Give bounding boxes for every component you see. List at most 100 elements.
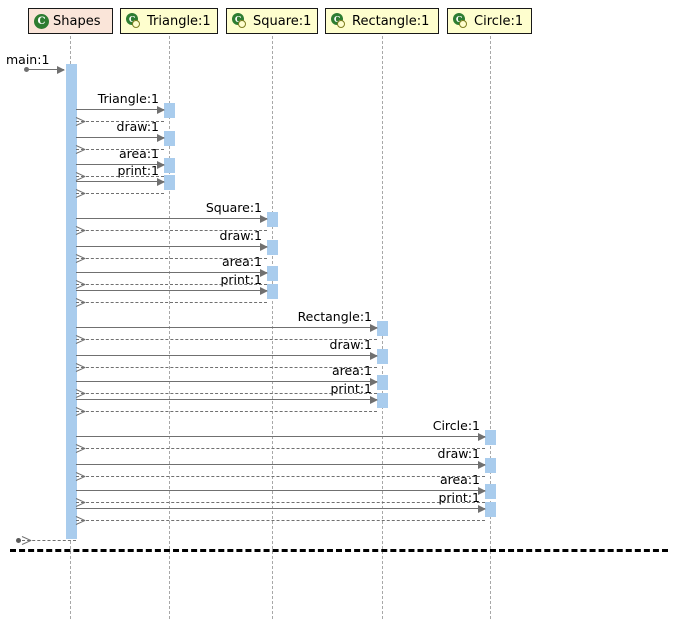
- activation-bar-rectangle-2: [377, 375, 388, 390]
- end-arrowhead-icon: [22, 536, 32, 545]
- message-label-rectangle-0: Rectangle:1: [297, 309, 372, 324]
- call-arrowhead-icon-rectangle-1: [370, 352, 378, 360]
- start-message-line: [28, 69, 64, 70]
- message-label-rectangle-2: area:1: [331, 363, 372, 378]
- start-dot: [24, 67, 29, 72]
- call-line-triangle-2: [76, 164, 164, 165]
- activation-bar-circle-1: [485, 458, 496, 473]
- icon-letter: C: [234, 14, 242, 24]
- call-arrowhead-icon-circle-0: [478, 433, 486, 441]
- call-arrowhead-icon-circle-3: [478, 505, 486, 513]
- call-arrowhead-icon-rectangle-0: [370, 324, 378, 332]
- participant-label: Circle:1: [474, 13, 524, 29]
- message-label-triangle-0: Triangle:1: [97, 91, 159, 106]
- return-line-circle-2: [76, 502, 485, 503]
- return-line-rectangle-0: [76, 339, 377, 340]
- activation-bar-rectangle-1: [377, 349, 388, 364]
- return-line-triangle-0: [76, 121, 164, 122]
- participant-label: Triangle:1: [147, 13, 211, 29]
- object-icon: C: [232, 13, 249, 29]
- return-line-rectangle-2: [76, 393, 377, 394]
- return-arrowhead-icon-rectangle-3: [76, 407, 86, 416]
- call-line-square-1: [76, 246, 267, 247]
- end-return-line: [22, 540, 76, 541]
- activation-bar-triangle-1: [164, 131, 175, 146]
- participant-label: Shapes: [53, 13, 101, 29]
- activation-bar-triangle-0: [164, 103, 175, 118]
- call-arrowhead-icon-square-0: [260, 215, 268, 223]
- call-line-rectangle-3: [76, 399, 377, 400]
- participant-square[interactable]: C Square:1: [226, 8, 318, 34]
- icon-letter: C: [333, 14, 341, 24]
- call-line-circle-2: [76, 490, 485, 491]
- return-line-rectangle-1: [76, 367, 377, 368]
- message-label-square-3: print:1: [220, 272, 262, 287]
- icon-instance-ring: [459, 20, 467, 28]
- participant-label: Rectangle:1: [352, 13, 430, 29]
- start-arrowhead-icon: [57, 66, 65, 74]
- activation-bar-square-0: [267, 212, 278, 227]
- return-line-square-1: [76, 258, 267, 259]
- call-line-square-3: [76, 290, 267, 291]
- return-line-triangle-2: [76, 176, 164, 177]
- icon-instance-ring: [337, 20, 345, 28]
- return-arrowhead-icon-square-3: [76, 298, 86, 307]
- call-arrowhead-icon-square-2: [260, 269, 268, 277]
- participant-shapes[interactable]: C Shapes: [28, 8, 113, 34]
- lifeline-circle: [490, 36, 491, 619]
- activation-bar-triangle-3: [164, 175, 175, 190]
- object-icon: C: [126, 13, 143, 29]
- call-line-circle-1: [76, 464, 485, 465]
- activation-bar-rectangle-0: [377, 321, 388, 336]
- end-dot: [16, 538, 21, 543]
- return-arrowhead-icon-triangle-3: [76, 189, 86, 198]
- call-line-triangle-0: [76, 109, 164, 110]
- call-arrowhead-icon-triangle-2: [157, 161, 165, 169]
- call-arrowhead-icon-triangle-1: [157, 134, 165, 142]
- call-line-circle-3: [76, 508, 485, 509]
- icon-instance-ring: [132, 20, 140, 28]
- call-line-rectangle-2: [76, 381, 377, 382]
- message-label-square-0: Square:1: [205, 200, 262, 215]
- return-line-circle-1: [76, 476, 485, 477]
- participant-rectangle[interactable]: C Rectangle:1: [325, 8, 439, 34]
- start-label: main:1: [6, 52, 50, 67]
- activation-bar-triangle-2: [164, 158, 175, 173]
- activation-bar-circle-3: [485, 502, 496, 517]
- call-arrowhead-icon-rectangle-3: [370, 396, 378, 404]
- activation-bar-circle-0: [485, 430, 496, 445]
- participant-label: Square:1: [253, 13, 312, 29]
- message-label-triangle-1: draw:1: [116, 119, 159, 134]
- call-line-rectangle-0: [76, 327, 377, 328]
- activation-bar-rectangle-3: [377, 393, 388, 408]
- message-label-triangle-3: print:1: [117, 163, 159, 178]
- message-label-circle-0: Circle:1: [432, 418, 480, 433]
- call-line-rectangle-1: [76, 355, 377, 356]
- icon-letter: C: [37, 15, 46, 27]
- call-line-triangle-1: [76, 137, 164, 138]
- return-line-circle-0: [76, 448, 485, 449]
- call-arrowhead-icon-triangle-3: [157, 178, 165, 186]
- message-label-circle-2: area:1: [439, 472, 480, 487]
- return-line-square-2: [76, 284, 267, 285]
- activation-bar-square-1: [267, 240, 278, 255]
- call-line-square-2: [76, 272, 267, 273]
- icon-instance-ring: [238, 20, 246, 28]
- call-arrowhead-icon-rectangle-2: [370, 378, 378, 386]
- icon-disc: [34, 13, 49, 29]
- return-line-rectangle-3: [76, 411, 377, 412]
- activation-bar-square-2: [267, 266, 278, 281]
- return-line-triangle-3: [76, 193, 164, 194]
- activation-bar-circle-2: [485, 484, 496, 499]
- activation-bar-square-3: [267, 284, 278, 299]
- call-line-triangle-3: [76, 181, 164, 182]
- object-icon: C: [453, 13, 470, 29]
- class-icon: C: [34, 13, 49, 29]
- call-arrowhead-icon-square-1: [260, 243, 268, 251]
- call-arrowhead-icon-triangle-0: [157, 106, 165, 114]
- message-label-circle-1: draw:1: [437, 446, 480, 461]
- call-arrowhead-icon-square-3: [260, 287, 268, 295]
